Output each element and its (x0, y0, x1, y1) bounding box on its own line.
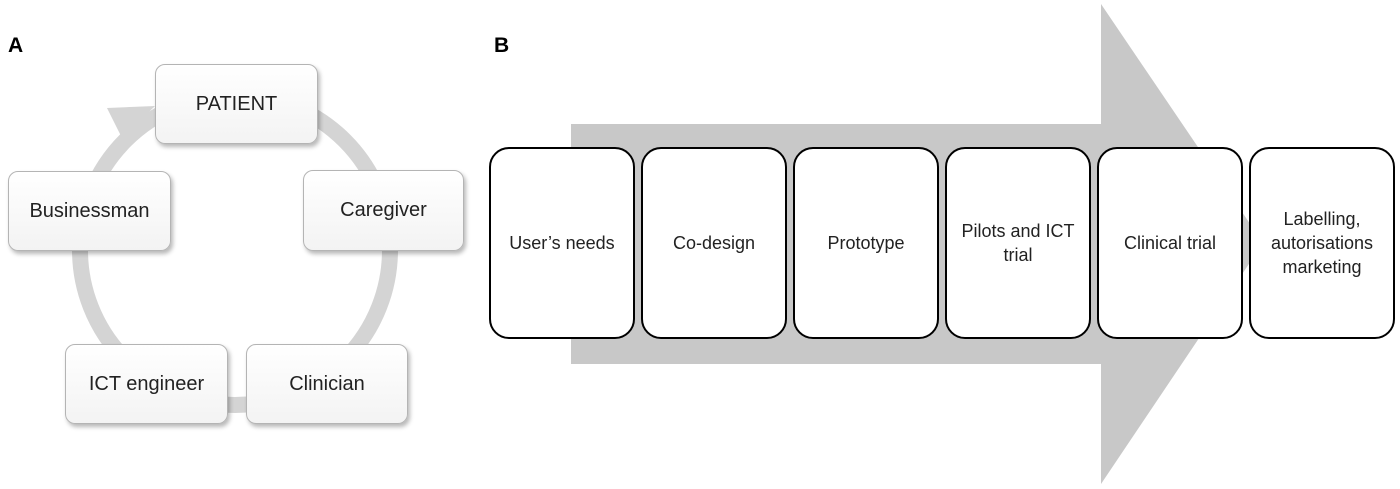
panel-b-label: B (494, 34, 510, 57)
node-ict-engineer: ICT engineer (65, 344, 228, 424)
stage-labelling-marketing: Labelling, autorisations marketing (1249, 147, 1395, 339)
panel-a-label: A (8, 34, 24, 57)
stage-users-needs: User’s needs (489, 147, 635, 339)
node-businessman: Businessman (8, 171, 171, 251)
node-caregiver: Caregiver (303, 170, 464, 251)
node-patient: PATIENT (155, 64, 318, 144)
stage-co-design: Co-design (641, 147, 787, 339)
stage-clinical-trial: Clinical trial (1097, 147, 1243, 339)
stage-pilots-ict-trial: Pilots and ICT trial (945, 147, 1091, 339)
stage-prototype: Prototype (793, 147, 939, 339)
node-clinician: Clinician (246, 344, 408, 424)
cycle-arrowhead (107, 106, 155, 138)
